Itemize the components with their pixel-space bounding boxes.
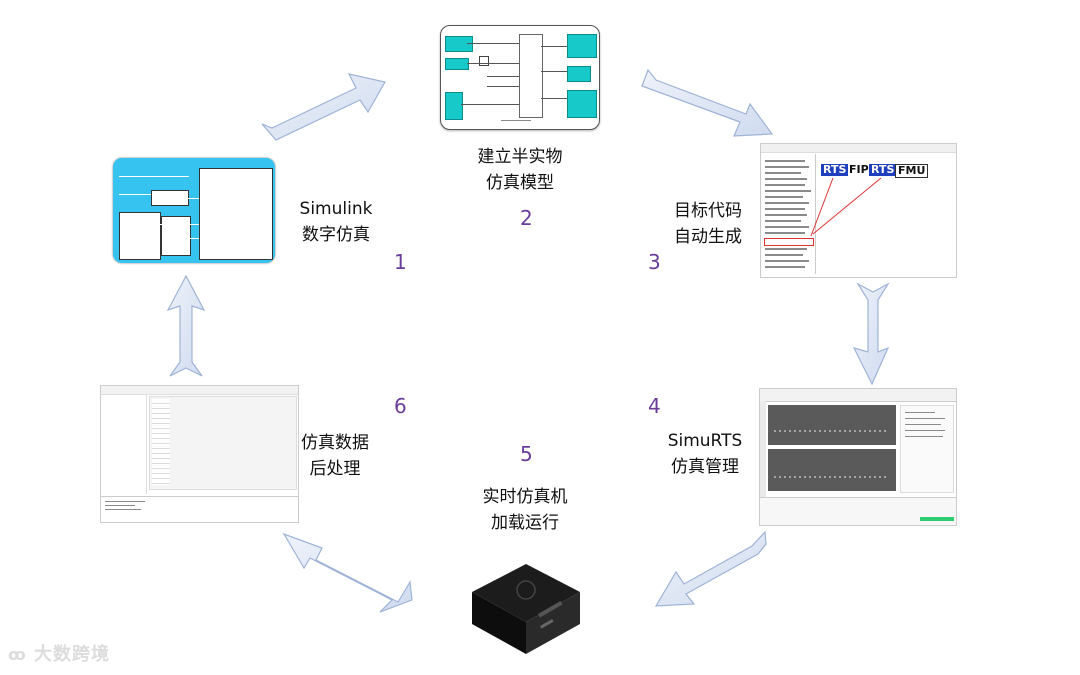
- step-2-line2: 仿真模型: [486, 173, 554, 193]
- step-5-number: 5: [520, 442, 533, 466]
- step-6-line2: 后处理: [309, 459, 361, 479]
- rts-tag-2: RTS: [869, 163, 897, 176]
- step-6-label: 仿真数据 后处理: [290, 430, 380, 482]
- arrow-1-to-2: [261, 73, 386, 141]
- arrow-6-to-1: [166, 274, 206, 377]
- arrow-3-to-4: [852, 282, 890, 386]
- rts-tag-1: RTS: [821, 163, 849, 176]
- arrow-4-to-5: [654, 530, 767, 607]
- step-3-label: 目标代码 自动生成: [664, 198, 752, 250]
- arrow-2-to-3: [641, 68, 774, 137]
- codegen-thumbnail: RTS FIP RTS FMU: [760, 143, 957, 278]
- fmu-tag: FMU: [895, 164, 929, 178]
- simurts-thumbnail: [759, 388, 957, 526]
- step-4-line2: 仿真管理: [671, 457, 739, 477]
- step-4-label: SimuRTS 仿真管理: [660, 428, 750, 480]
- postprocess-thumbnail: [100, 385, 299, 523]
- watermark-icon: ꝏ: [8, 645, 27, 664]
- step-1-label: Simulink 数字仿真: [292, 196, 380, 248]
- step-5-label: 实时仿真机 加载运行: [466, 484, 584, 536]
- step-1-line1: Simulink: [299, 199, 373, 219]
- step-6-number: 6: [394, 394, 407, 418]
- step-1-number: 1: [394, 250, 407, 274]
- step-2-line1: 建立半实物: [477, 147, 563, 167]
- arrow-5-to-6: [282, 532, 413, 613]
- step-2-number: 2: [520, 206, 533, 230]
- step-6-line1: 仿真数据: [301, 433, 369, 453]
- step-4-line1: SimuRTS: [667, 431, 743, 451]
- step-5-line1: 实时仿真机: [482, 487, 568, 507]
- realtime-simulator-device: [472, 564, 580, 654]
- hil-model-thumbnail: [440, 25, 600, 130]
- step-3-number: 3: [648, 250, 661, 274]
- watermark-logo: ꝏ 大数跨境: [8, 640, 110, 666]
- step-3-line2: 自动生成: [674, 227, 742, 247]
- step-3-line1: 目标代码: [674, 201, 742, 221]
- step-1-line2: 数字仿真: [302, 225, 370, 245]
- step-2-label: 建立半实物 仿真模型: [466, 144, 574, 196]
- fip-tag: FIP: [849, 163, 869, 176]
- simulink-model-thumbnail: [113, 158, 275, 263]
- step-4-number: 4: [648, 394, 661, 418]
- step-5-line2: 加载运行: [491, 513, 559, 533]
- watermark-text: 大数跨境: [33, 644, 110, 665]
